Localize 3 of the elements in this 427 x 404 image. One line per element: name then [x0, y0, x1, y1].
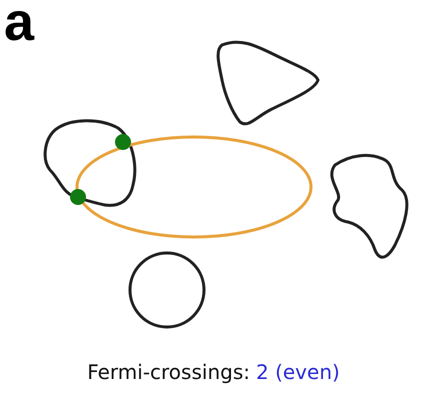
panel-letter: a — [4, 0, 34, 52]
caption-text: Fermi-crossings: — [87, 360, 250, 384]
crossing-count: 2 (even) — [256, 360, 340, 384]
